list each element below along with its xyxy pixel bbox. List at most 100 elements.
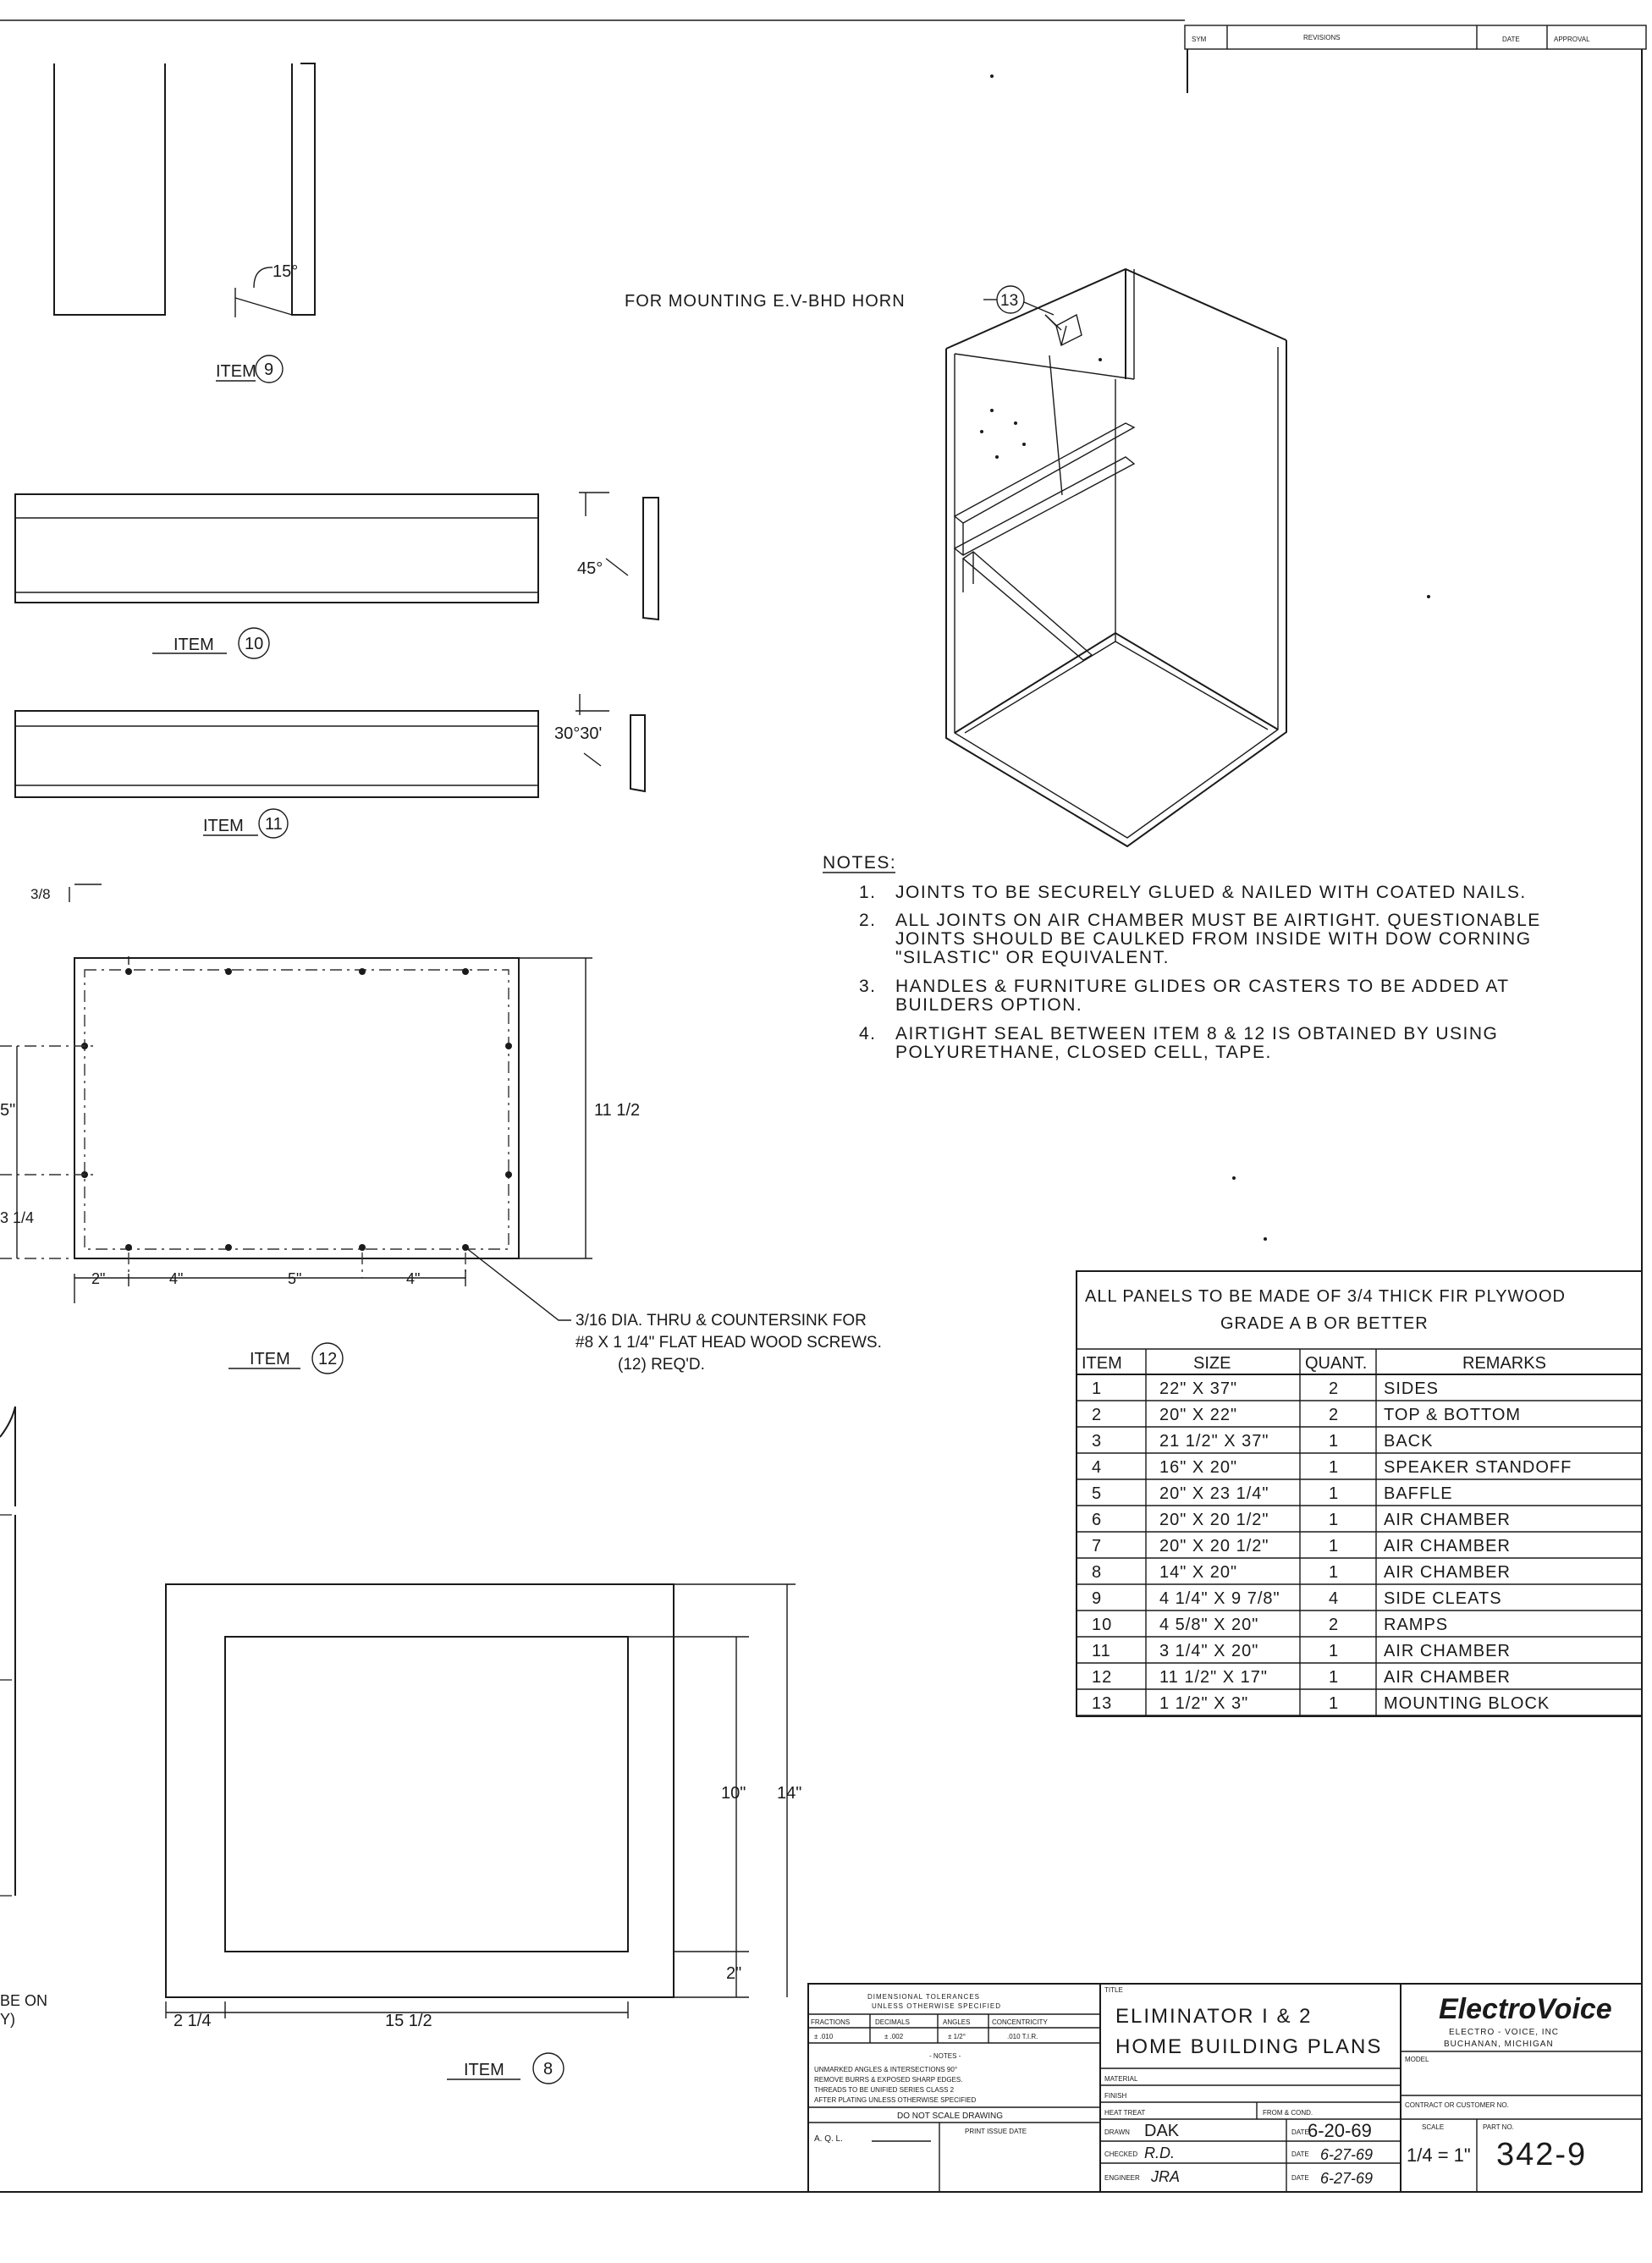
isometric-cabinet: 13 FOR MOUNTING E.V-BHD HORN	[625, 267, 1287, 848]
engineer-label: ENGINEER	[1104, 2174, 1140, 2182]
parts-header-item: ITEM	[1082, 1354, 1122, 1373]
note-3-line-2: BUILDERS OPTION.	[895, 995, 1082, 1015]
date-label-3: DATE	[1291, 2174, 1309, 2182]
item-8-dim-width: 15 1/2	[385, 2012, 432, 2030]
tb-notes-line-4: AFTER PLATING UNLESS OTHERWISE SPECIFIED	[814, 2096, 977, 2104]
date-drawn: 6-20-69	[1308, 2120, 1372, 2141]
title-block: DIMENSIONAL TOLERANCES UNLESS OTHERWISE …	[807, 1983, 1643, 2193]
parts-cell-quant: 1	[1329, 1694, 1339, 1713]
parts-cell-item: 8	[1092, 1563, 1102, 1582]
item-12-dim-b1: 2"	[91, 1270, 105, 1287]
parts-cell-remarks: MOUNTING BLOCK	[1384, 1694, 1550, 1713]
note-2-num: 2.	[859, 911, 877, 930]
tb-notes-line-2: REMOVE BURRS & EXPOSED SHARP EDGES.	[814, 2076, 962, 2084]
parts-cell-item: 11	[1092, 1642, 1111, 1660]
company-line-1: ELECTRO - VOICE, INC	[1449, 2028, 1559, 2037]
item-9-angle: 15°	[273, 262, 298, 281]
item-9-label: ITEM	[216, 362, 256, 381]
parts-cell-size: 21 1/2" X 37"	[1159, 1432, 1269, 1451]
tolerances-sub: UNLESS OTHERWISE SPECIFIED	[872, 2002, 1001, 2010]
item-11-angle: 30°30'	[554, 724, 602, 743]
checked-by: R.D.	[1144, 2145, 1175, 2161]
tb-notes-title: - NOTES -	[929, 2052, 961, 2060]
item-12-dim-right: 11 1/2	[594, 1101, 640, 1120]
parts-cell-size: 16" X 20"	[1159, 1458, 1237, 1477]
item-8-number: 8	[543, 2060, 553, 2079]
parts-cell-size: 4 1/4" X 9 7/8"	[1159, 1589, 1280, 1608]
drawing-title-1: ELIMINATOR I & 2	[1115, 2005, 1313, 2028]
notes-block: NOTES: 1. JOINTS TO BE SECURELY GLUED & …	[823, 853, 1541, 1062]
parts-cell-quant: 1	[1329, 1642, 1339, 1660]
left-partial-view: BE ON Y)	[0, 1406, 47, 2028]
date-label-2: DATE	[1291, 2150, 1309, 2158]
note-2-line-2: JOINTS SHOULD BE CAULKED FROM INSIDE WIT…	[895, 929, 1532, 949]
item-9-drawing: 15° ITEM 9	[53, 63, 316, 383]
item-10-number: 10	[245, 635, 263, 653]
note-3-line-1: HANDLES & FURNITURE GLIDES OR CASTERS TO…	[895, 977, 1510, 996]
note-1-line-1: JOINTS TO BE SECURELY GLUED & NAILED WIT…	[895, 883, 1527, 902]
tb-notes-line-1: UNMARKED ANGLES & INTERSECTIONS 90°	[814, 2066, 957, 2073]
parts-cell-quant: 1	[1329, 1432, 1339, 1451]
item-11-drawing: 30°30' ITEM 11	[14, 694, 646, 839]
rev-approval: APPROVAL	[1554, 36, 1590, 43]
parts-cell-size: 4 5/8" X 20"	[1159, 1616, 1258, 1634]
parts-cell-item: 4	[1092, 1458, 1102, 1477]
parts-cell-size: 20" X 20 1/2"	[1159, 1537, 1269, 1555]
company-logo: ElectroVoice	[1439, 1993, 1612, 2025]
item-12-dim-b2: 4"	[169, 1270, 183, 1287]
parts-cell-remarks: TOP & BOTTOM	[1384, 1406, 1521, 1424]
note-2-line-3: "SILASTIC" OR EQUIVALENT.	[895, 948, 1170, 967]
parts-cell-quant: 4	[1329, 1589, 1339, 1608]
parts-cell-size: 1 1/2" X 3"	[1159, 1694, 1248, 1713]
item-12-callout-line2: #8 X 1 1/4" FLAT HEAD WOOD SCREWS.	[575, 1334, 882, 1352]
parts-cell-size: 20" X 22"	[1159, 1406, 1237, 1424]
partno-label: PART NO.	[1483, 2123, 1514, 2131]
parts-cell-quant: 1	[1329, 1458, 1339, 1477]
item-8-label: ITEM	[464, 2061, 504, 2079]
parts-header-remarks: REMARKS	[1462, 1354, 1546, 1373]
parts-cell-quant: 2	[1329, 1379, 1339, 1398]
drawn-by: DAK	[1144, 2122, 1180, 2140]
note-4-line-1: AIRTIGHT SEAL BETWEEN ITEM 8 & 12 IS OBT…	[895, 1024, 1498, 1043]
item-12-dim-b3: 5"	[288, 1270, 301, 1287]
tolerances-title: DIMENSIONAL TOLERANCES	[867, 1993, 980, 2001]
from-cond-label: FROM & COND.	[1263, 2109, 1313, 2117]
item-10-label: ITEM	[173, 636, 214, 654]
parts-cell-quant: 1	[1329, 1484, 1339, 1503]
item-10-drawing: 45° ITEM 10	[14, 492, 659, 659]
parts-cell-item: 5	[1092, 1484, 1102, 1503]
parts-cell-remarks: SIDES	[1384, 1379, 1439, 1398]
parts-cell-remarks: AIR CHAMBER	[1384, 1537, 1511, 1555]
item-8-drawing: 10" 14" 2" 2 1/4 15 1/2 ITEM 8	[165, 1583, 801, 2084]
parts-cell-quant: 2	[1329, 1616, 1339, 1634]
title-label: TITLE	[1104, 1986, 1123, 1994]
parts-cell-remarks: BACK	[1384, 1432, 1433, 1451]
item-12-dim-left-upper: 5"	[0, 1101, 15, 1120]
item-12-drawing: 3/8 5" 3 1/4 11 1/2 2" 4" 5" 4" 3/16 DIA…	[0, 884, 882, 1374]
model-label: MODEL	[1405, 2056, 1429, 2063]
tol-value-fractions: ± .010	[814, 2033, 834, 2040]
rev-title: REVISIONS	[1303, 34, 1341, 41]
contract-label: CONTRACT OR CUSTOMER NO.	[1405, 2101, 1509, 2109]
parts-cell-quant: 1	[1329, 1511, 1339, 1529]
note-1-num: 1.	[859, 883, 877, 902]
item-12-callout-line1: 3/16 DIA. THRU & COUNTERSINK FOR	[575, 1312, 867, 1330]
parts-header-size: SIZE	[1193, 1354, 1231, 1373]
left-edge-text-2: Y)	[0, 2011, 15, 2028]
item-8-dim-left: 2 1/4	[173, 2012, 211, 2030]
parts-cell-item: 9	[1092, 1589, 1102, 1608]
parts-cell-size: 22" X 37"	[1159, 1379, 1237, 1398]
tol-value-decimals: ± .002	[884, 2033, 904, 2040]
tol-value-concentricity: .010 T.I.R.	[1007, 2033, 1038, 2040]
drawn-label: DRAWN	[1104, 2128, 1130, 2136]
scale-label: SCALE	[1422, 2123, 1444, 2131]
note-2-line-1: ALL JOINTS ON AIR CHAMBER MUST BE AIRTIG…	[895, 911, 1541, 930]
note-3-num: 3.	[859, 977, 877, 996]
item-8-dim-outer-h: 14"	[777, 1784, 801, 1803]
parts-cell-item: 2	[1092, 1406, 1102, 1424]
parts-table: ALL PANELS TO BE MADE OF 3/4 THICK FIR P…	[1076, 1270, 1643, 1717]
rev-date: DATE	[1502, 36, 1520, 43]
aql-label: A. Q. L.	[814, 2134, 843, 2144]
parts-cell-size: 14" X 20"	[1159, 1563, 1237, 1582]
tol-header-angles: ANGLES	[943, 2018, 970, 2026]
